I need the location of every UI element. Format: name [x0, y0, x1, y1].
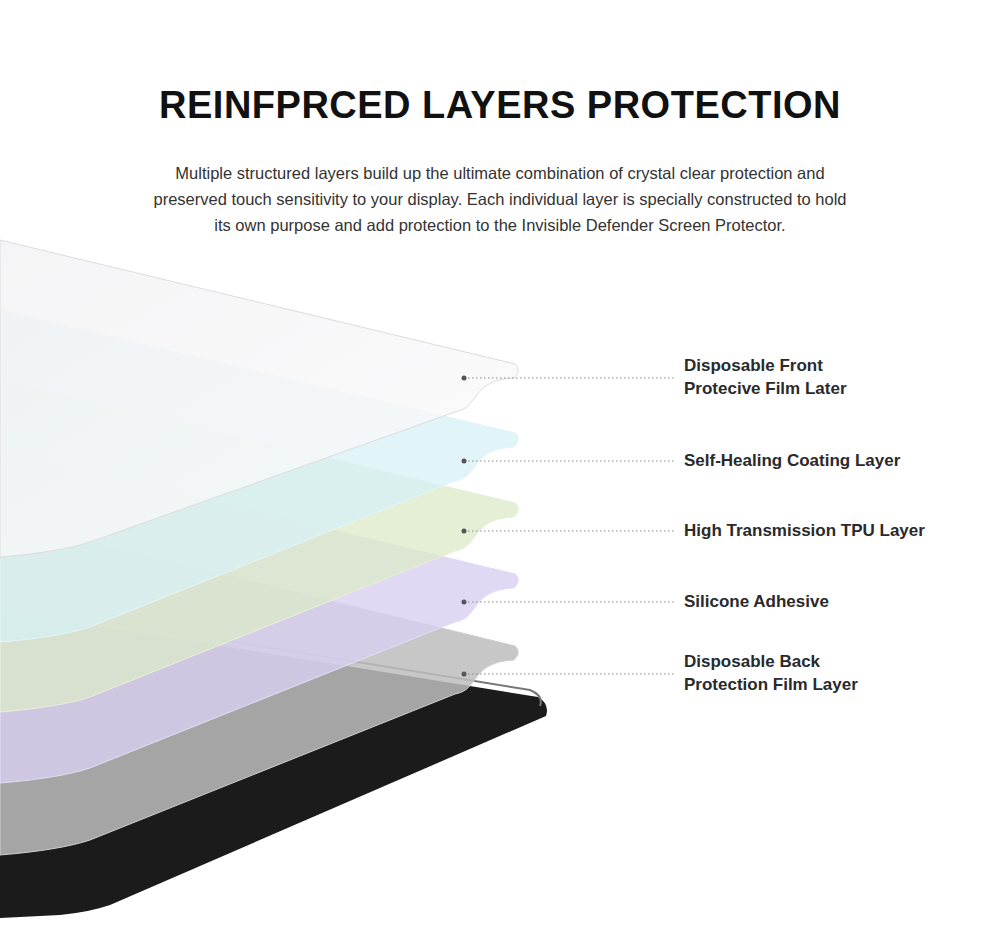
layer-label: High Transmission TPU Layer [684, 519, 984, 542]
front-film-layer [0, 240, 518, 557]
leader-lines [462, 376, 675, 677]
layer-label: Silicone Adhesive [684, 590, 984, 613]
page-title: REINFPRCED LAYERS PROTECTION [20, 84, 980, 127]
layer-label: Disposable Front Protecive Film Later [684, 354, 874, 400]
layer-label: Self-Healing Coating Layer [684, 449, 984, 472]
intro-text: Multiple structured layers build up the … [150, 160, 850, 238]
layer-label: Disposable Back Protection Film Layer [684, 650, 874, 696]
